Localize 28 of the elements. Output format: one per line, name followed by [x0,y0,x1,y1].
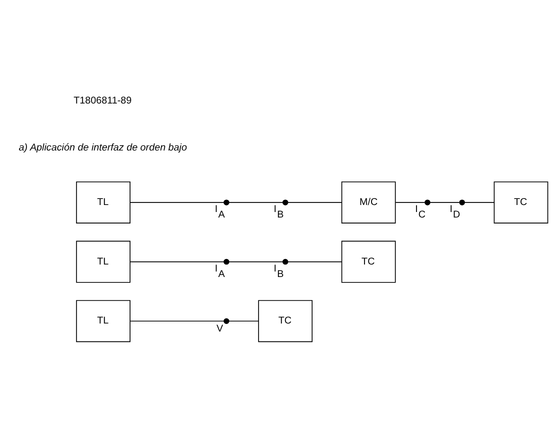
connector [287,202,342,203]
connector [130,320,224,322]
connector [464,202,494,203]
connector [395,202,426,203]
node-box: TL [76,300,130,342]
label: T1806811-89 [74,96,132,107]
node-box: TC [341,240,396,283]
connector [228,261,283,262]
node-box: TC [258,300,313,342]
node-circle [424,200,430,206]
connector [130,202,224,203]
node-box: TC [494,181,548,224]
connector [430,202,460,203]
node-circle [282,258,288,265]
node-box: TL [76,181,130,224]
node-circle [459,200,465,206]
node-circle [224,318,230,324]
node-circle [224,258,230,265]
node-label: V [216,323,224,334]
node-box: M/C [341,181,396,224]
connector [228,202,283,203]
node-box: TL [76,240,130,283]
label: a) Aplicación de interfaz de orden bajo [18,142,187,154]
node-circle [224,200,230,206]
node-circle [282,200,288,206]
connector [228,320,259,322]
connector [130,261,224,262]
connector [287,261,342,262]
